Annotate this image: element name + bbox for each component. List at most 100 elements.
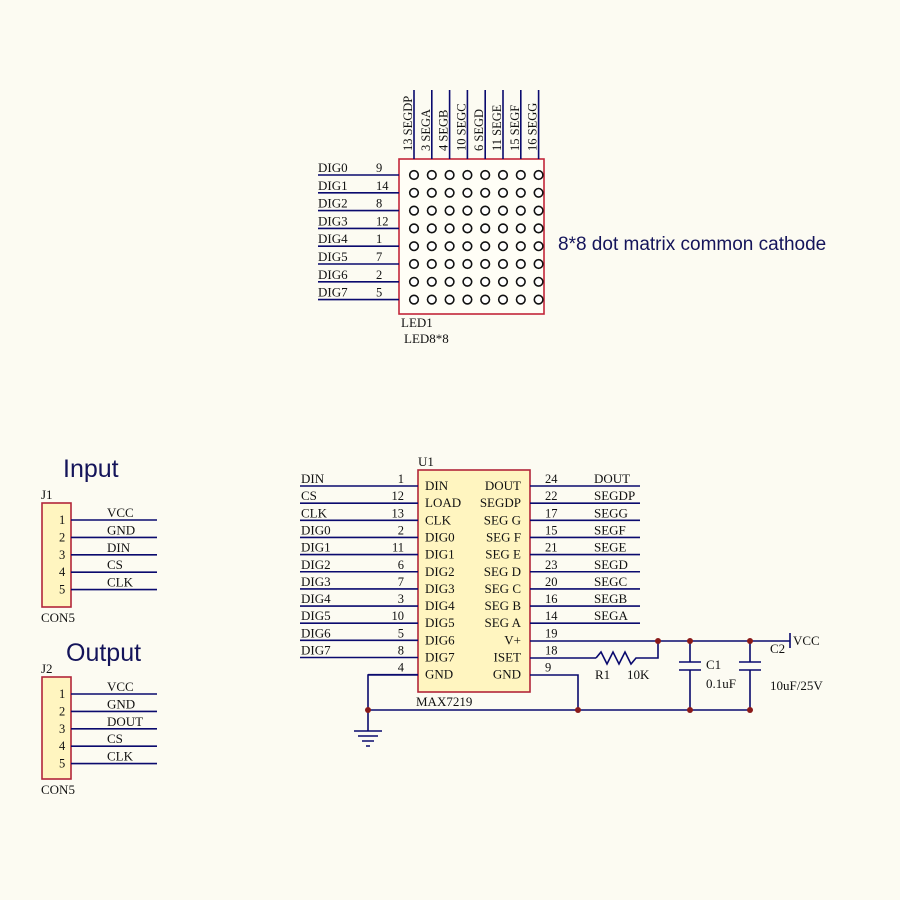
ic-left-pin: 11 — [392, 541, 404, 555]
led-dot — [497, 169, 509, 181]
led-row-pin: 2 — [376, 268, 382, 282]
ic-left-pin: 2 — [398, 523, 404, 537]
led-dot — [462, 205, 473, 216]
led-dot — [408, 294, 420, 305]
led-dot — [533, 294, 544, 305]
led-row-net: DIG6 — [318, 267, 348, 282]
ic-right-pin-name: SEG F — [486, 529, 521, 544]
ic-right-net: SEGE — [594, 540, 627, 555]
input-pin-net: GND — [107, 522, 135, 537]
ic-left-net: DIG4 — [301, 591, 331, 606]
ic-right-pin: 9 — [545, 661, 551, 675]
junction-dot — [747, 638, 753, 644]
led-dot — [497, 258, 509, 270]
ic-right-pin-name: SEGDP — [480, 495, 521, 510]
junction-dot — [655, 638, 661, 644]
ic-right-net: DOUT — [594, 471, 630, 486]
led-dot — [480, 276, 491, 287]
output-pin-net: CS — [107, 731, 123, 746]
ic-left-net: DIG5 — [301, 608, 331, 623]
ic-left-pin: 8 — [398, 644, 404, 658]
output-pin-number: 5 — [59, 757, 65, 771]
led-dot — [497, 294, 509, 305]
ic-left-pin: 12 — [392, 489, 405, 503]
led-dot — [480, 205, 491, 216]
ic-left-pin: 13 — [392, 506, 405, 520]
ic-left-net: CS — [301, 488, 317, 503]
output-pin-number: 3 — [59, 722, 65, 736]
output-ref: J2 — [41, 661, 53, 676]
led-dot — [462, 169, 473, 181]
led-dot — [515, 205, 526, 216]
led-row-pin: 1 — [376, 232, 382, 246]
ic-left-net: DIG1 — [301, 540, 331, 555]
input-pin-net: DIN — [107, 540, 131, 555]
led-dot — [515, 294, 526, 305]
led-row-pin: 8 — [376, 197, 382, 211]
ground-symbol — [354, 730, 382, 747]
led-dot — [426, 223, 437, 234]
led-dot — [515, 187, 526, 198]
led-value: LED8*8 — [404, 331, 449, 346]
ic-left-pin: 10 — [392, 609, 405, 623]
led-matrix-body — [398, 158, 545, 315]
led-dot — [497, 205, 509, 216]
ic-right-pin: 14 — [545, 609, 558, 623]
led-col-label: 3 SEGA — [419, 109, 433, 151]
input-pin-net: CLK — [107, 575, 134, 590]
led-dot — [408, 258, 420, 270]
ic-right-pin-name: V+ — [504, 632, 521, 647]
led-dot — [533, 276, 544, 287]
ic-right-pin-name: GND — [493, 667, 521, 682]
led-row-pin: 12 — [376, 214, 389, 228]
gnd-right-wire — [530, 674, 579, 710]
led-dot — [408, 241, 420, 252]
led-col-label: 13 SEGDP — [401, 96, 415, 151]
ic-left-pin-name: DIG0 — [425, 529, 455, 544]
ic-right-pin: 18 — [545, 644, 558, 658]
ic-right-pin: 19 — [545, 626, 558, 640]
ic-left-pin-name: DIG4 — [425, 598, 455, 613]
ic-right-pin-name: ISET — [494, 650, 522, 665]
led-dot — [533, 223, 544, 234]
input-pin-number: 1 — [59, 513, 65, 527]
ic-left-net: DIG6 — [301, 625, 331, 640]
led-dot — [497, 276, 509, 287]
led-dot — [515, 223, 526, 234]
ic-left-net: DIG2 — [301, 557, 331, 572]
vcc-label: VCC — [793, 633, 820, 648]
led-row-net: DIG2 — [318, 196, 348, 211]
ic-left-net: DIG0 — [301, 522, 331, 537]
led-col-label: 10 SEGC — [454, 103, 468, 151]
led-dot — [480, 223, 491, 234]
output-pin-net: CLK — [107, 749, 134, 764]
ic-left-pin-name: DIG5 — [425, 615, 455, 630]
led-row-net: DIG3 — [318, 213, 348, 228]
ic-left-pin-name: LOAD — [425, 495, 461, 510]
led-dot — [462, 241, 473, 252]
led-col-label: 15 SEGF — [508, 105, 522, 151]
r1-value: 10K — [627, 667, 650, 682]
led-col-label: 16 SEGG — [526, 103, 540, 151]
ic-left-pin: 7 — [398, 575, 404, 589]
led-dot — [533, 258, 544, 270]
led-dot — [480, 187, 491, 198]
led-row-pin: 9 — [376, 161, 382, 175]
led-dot — [480, 258, 491, 270]
led-col-label: 6 SEGD — [472, 109, 486, 151]
ic-right-pin-name: SEG C — [485, 581, 521, 596]
ic-left-net: DIG7 — [301, 643, 331, 658]
junction-dot — [687, 638, 693, 644]
ic-right-pin-name: SEG A — [485, 615, 522, 630]
led-dot — [408, 276, 420, 287]
c1-value: 0.1uF — [706, 676, 736, 691]
ic-right-pin: 16 — [545, 592, 558, 606]
led-dot — [515, 258, 526, 270]
led-dot — [515, 169, 526, 181]
ic-left-pin-name: DIG6 — [425, 632, 455, 647]
